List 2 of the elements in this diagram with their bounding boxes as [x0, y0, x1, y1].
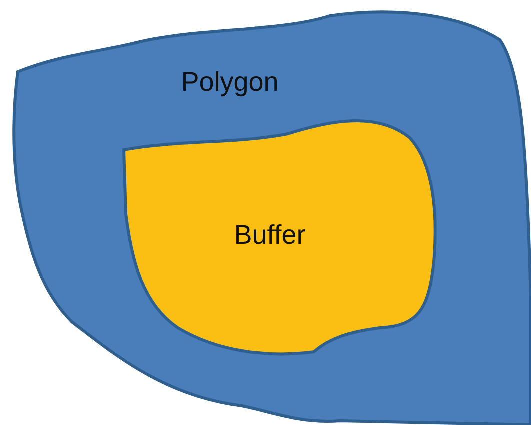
shape-label: Buffer [233, 219, 307, 252]
shape-label: Polygon [180, 66, 280, 99]
